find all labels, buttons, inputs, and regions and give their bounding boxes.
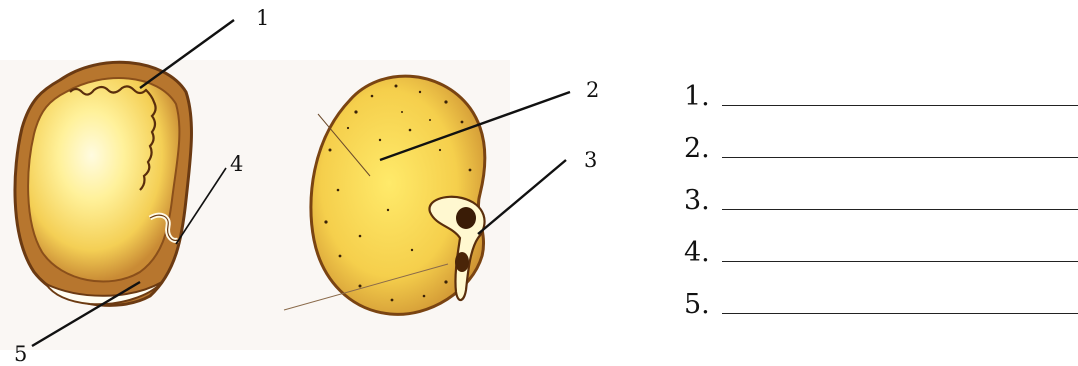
answer-number: 2. [684, 135, 720, 162]
callout-label-1: 1 [256, 8, 269, 29]
answer-number: 3. [684, 187, 720, 214]
answer-list: 1. 2. 3. 4. 5. [684, 58, 1078, 318]
answer-blank-1[interactable] [722, 105, 1078, 106]
answer-row: 3. [684, 162, 1078, 214]
callout-label-2: 2 [586, 80, 599, 101]
answer-blank-4[interactable] [722, 261, 1078, 262]
answer-number: 4. [684, 239, 720, 266]
answer-number: 5. [684, 291, 720, 318]
hilum-dark [455, 252, 469, 272]
answer-blank-3[interactable] [722, 209, 1078, 210]
callout-label-3: 3 [584, 150, 597, 171]
answer-row: 2. [684, 110, 1078, 162]
answer-number: 1. [684, 83, 720, 110]
answer-row: 4. [684, 214, 1078, 266]
radicle-dark [456, 207, 476, 229]
answer-blank-2[interactable] [722, 157, 1078, 158]
answer-blank-5[interactable] [722, 313, 1078, 314]
answer-row: 1. [684, 58, 1078, 110]
answer-row: 5. [684, 266, 1078, 318]
callout-label-4: 4 [230, 154, 243, 175]
cotyledon [28, 78, 179, 281]
left-seed [15, 62, 192, 305]
callout-label-5: 5 [14, 344, 27, 365]
